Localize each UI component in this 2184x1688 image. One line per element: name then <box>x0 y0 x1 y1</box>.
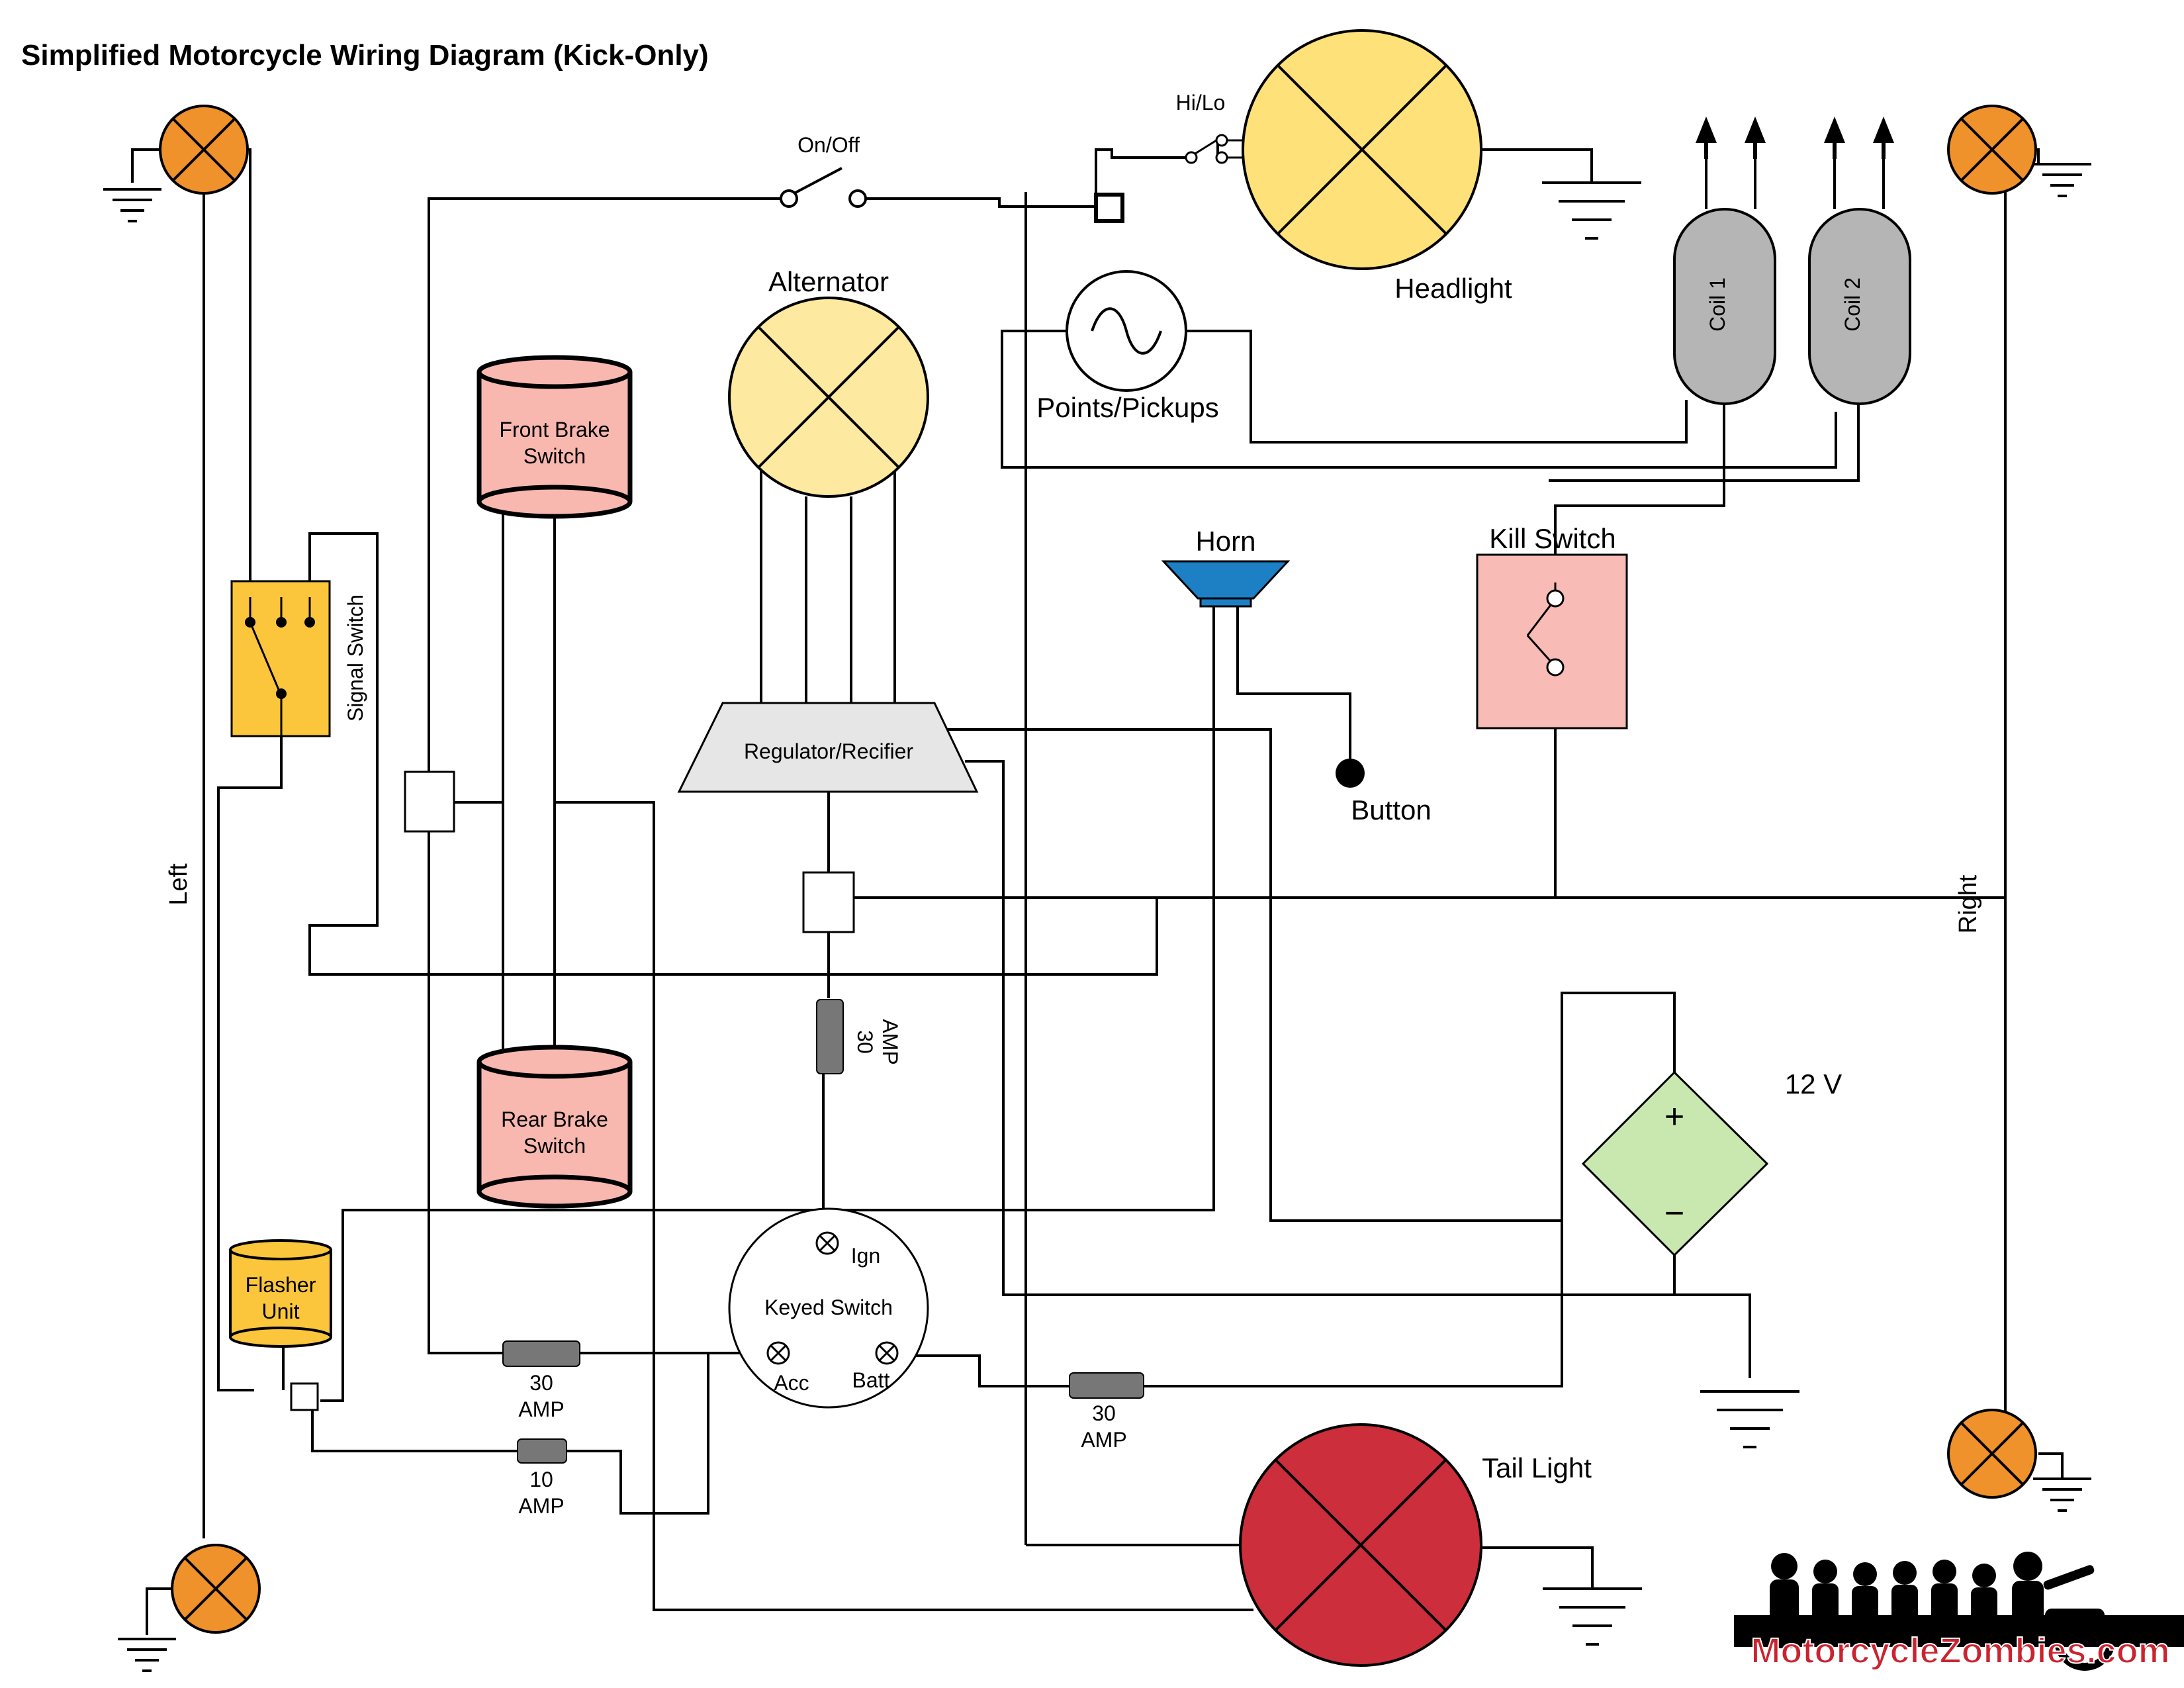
alternator-label: Alternator <box>768 266 889 297</box>
keyed-switch <box>728 1207 929 1409</box>
ground-icon <box>116 1638 177 1672</box>
fuse-10a <box>517 1438 567 1464</box>
sine-icon <box>1091 307 1162 355</box>
regulator-rectifier <box>677 702 979 793</box>
indicator-front-right <box>1947 105 2037 195</box>
points-pickups-label: Points/Pickups <box>1036 392 1218 423</box>
batt-label: Batt <box>852 1368 890 1392</box>
junction-box <box>1094 193 1124 223</box>
watermark-text: MotorcycleZombies.com <box>1751 1631 2169 1671</box>
signal-switch-label: Signal Switch <box>343 594 367 722</box>
right-side-label: Right <box>1954 874 1982 933</box>
indicator-rear-right <box>1947 1409 2037 1499</box>
tail-light-label: Tail Light <box>1482 1452 1592 1483</box>
watermark-logo: MotorcycleZombies.com <box>1734 1552 2184 1671</box>
ground-icon <box>1699 1390 1801 1448</box>
diagram-title: Simplified Motorcycle Wiring Diagram (Ki… <box>21 39 709 71</box>
battery-plus: + <box>1664 1098 1684 1136</box>
fuse-10-unit: AMP <box>518 1494 564 1518</box>
coil-1-label: Coil 1 <box>1706 277 1729 332</box>
flasher-unit <box>229 1239 332 1348</box>
tail-light <box>1239 1423 1482 1667</box>
button-label: Button <box>1351 794 1431 825</box>
indicator-rear-left <box>171 1544 261 1634</box>
rear-brake-label-line2: Switch <box>523 1134 586 1158</box>
fuse-batt-unit: AMP <box>1081 1428 1126 1452</box>
kill-switch <box>1476 553 1628 729</box>
horn-button <box>1336 759 1365 788</box>
front-brake-label-line1: Front Brake <box>499 418 610 442</box>
ign-terminal <box>815 1231 839 1255</box>
acc-label: Acc <box>774 1371 809 1395</box>
wires <box>131 139 2064 1635</box>
fuse-10-value: 10 <box>529 1468 553 1491</box>
points-pickups <box>1066 270 1187 392</box>
kill-switch-label: Kill Switch <box>1489 523 1615 554</box>
rear-brake-label-line1: Rear Brake <box>501 1107 608 1131</box>
fuse-main-value: 30 <box>853 1030 877 1054</box>
ground-icon <box>1541 1587 1643 1646</box>
ign-label: Ign <box>851 1244 880 1268</box>
front-brake-label-line2: Switch <box>523 444 586 468</box>
horn-label: Horn <box>1195 526 1255 557</box>
regulator-label: Regulator/Recifier <box>744 739 913 763</box>
hi-lo-switch <box>1185 134 1244 164</box>
battery <box>1581 1070 1769 1257</box>
ground-icon <box>102 188 163 222</box>
coil-1 <box>1673 208 1776 405</box>
headlight <box>1242 29 1482 270</box>
indicator-front-left <box>159 105 249 195</box>
flasher-label-line2: Unit <box>262 1299 300 1323</box>
regulator-junction-box <box>802 871 855 933</box>
fuse-batt-value: 30 <box>1092 1401 1116 1425</box>
horn <box>1161 560 1291 608</box>
left-side-label: Left <box>165 863 193 906</box>
fuse-batt <box>1069 1372 1144 1399</box>
ground-icon <box>2032 1477 2093 1512</box>
headlight-label: Headlight <box>1394 273 1512 304</box>
biker-silhouette-icon <box>1734 1552 2184 1671</box>
signal-switch <box>230 580 331 737</box>
hi-lo-label: Hi/Lo <box>1176 91 1226 115</box>
ground-icon <box>2032 163 2093 197</box>
flasher-junction-box <box>290 1382 319 1411</box>
fuse-acc <box>502 1340 580 1367</box>
battery-voltage-label: 12 V <box>1785 1068 1842 1100</box>
fuse-main <box>816 999 844 1074</box>
coil-2-label: Coil 2 <box>1841 277 1864 332</box>
fuse-main-unit: AMP <box>878 1019 902 1064</box>
coil-2 <box>1808 208 1911 405</box>
battery-minus: − <box>1664 1194 1684 1233</box>
flasher-label-line1: Flasher <box>246 1273 316 1297</box>
keyed-switch-label: Keyed Switch <box>764 1295 893 1319</box>
spark-arrow-icon <box>1696 117 1894 159</box>
brake-junction-box <box>404 771 455 833</box>
on-off-switch <box>731 167 904 208</box>
rear-brake-switch <box>477 1045 633 1209</box>
alternator <box>728 297 929 498</box>
on-off-label: On/Off <box>797 133 860 157</box>
acc-terminal <box>766 1341 790 1365</box>
batt-terminal <box>875 1341 899 1365</box>
fuse-acc-unit: AMP <box>518 1397 564 1421</box>
front-brake-switch <box>477 355 633 519</box>
ground-icon <box>1541 181 1643 240</box>
fuse-acc-value: 30 <box>529 1371 553 1395</box>
